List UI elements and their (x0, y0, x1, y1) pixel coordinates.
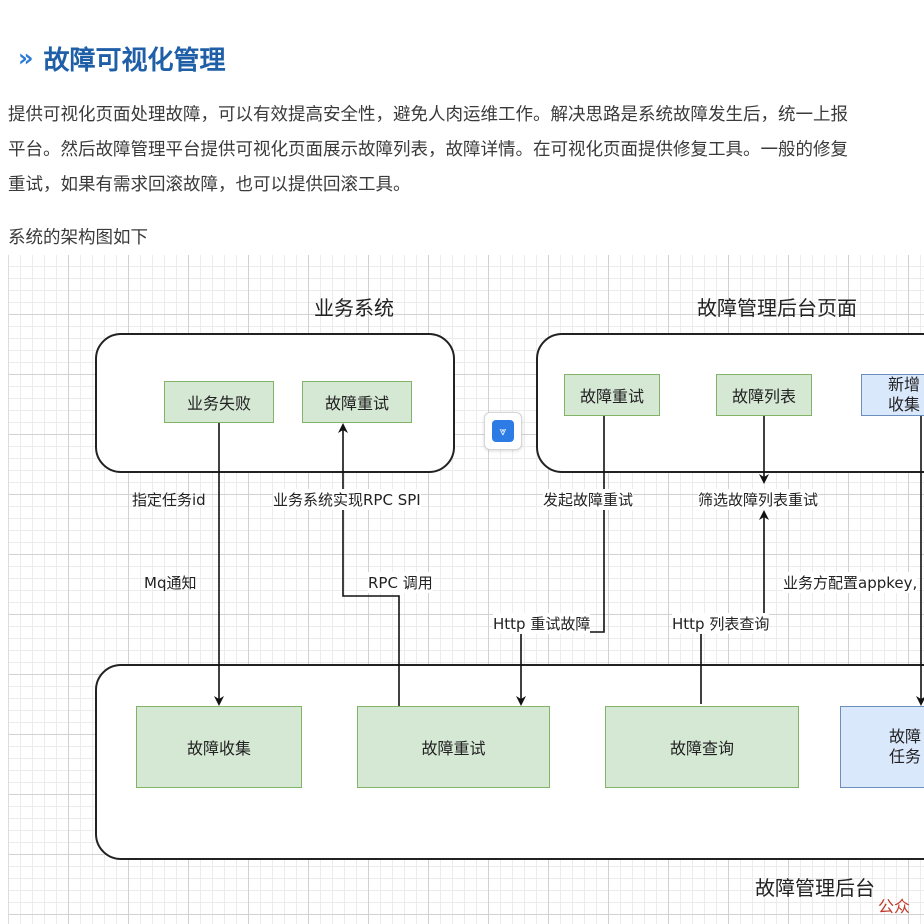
edge-label-http-retry: Http 重试故障 (493, 613, 591, 634)
node-line: 任务 (889, 747, 922, 766)
paragraph-line: 平台。然后故障管理平台提供可视化页面展示故障列表，故障详情。在可视化页面提供修复… (8, 140, 848, 160)
node-backend-collect: 故障收集 (136, 706, 302, 788)
admin-page-title: 故障管理后台页面 (697, 296, 857, 320)
section-heading: » 故障可视化管理 (18, 38, 226, 78)
edge-label-http-query: Http 列表查询 (672, 613, 770, 634)
admin-backend-title: 故障管理后台 (755, 876, 875, 900)
node-backend-task: 故障 任务 (840, 706, 924, 788)
node-line: 故障 (889, 727, 922, 746)
edge-label-mq-notify: Mq通知 (144, 574, 197, 592)
paragraph-line: 重试，如果有需求回滚故障，也可以提供回滚工具。 (8, 175, 411, 195)
node-page-new-collect: 新增 收集 (861, 374, 924, 416)
node-business-failure: 业务失败 (164, 381, 274, 423)
node-line: 收集 (888, 395, 921, 414)
floating-plugin-icon[interactable]: ⩔ (484, 412, 522, 450)
node-line: 新增 (888, 375, 921, 394)
edge-label-start-retry: 发起故障重试 (543, 489, 634, 510)
node-page-retry: 故障重试 (564, 374, 660, 416)
edge-label-task-id: 指定任务id (132, 491, 206, 509)
article-paragraph: 提供可视化页面处理故障，可以有效提高安全性，避免人肉运维工作。解决思路是系统故障… (8, 98, 924, 203)
business-system-title: 业务系统 (314, 296, 394, 320)
edge-label-filter-retry: 筛选故障列表重试 (698, 489, 819, 510)
diagram-caption: 系统的架构图如下 (8, 228, 148, 248)
bookmark-icon: ⩔ (492, 420, 514, 442)
paragraph-line: 提供可视化页面处理故障，可以有效提高安全性，避免人肉运维工作。解决思路是系统故障… (8, 105, 848, 125)
node-backend-retry: 故障重试 (357, 706, 550, 788)
edge-label-rpc-call: RPC 调用 (368, 572, 433, 593)
node-backend-query: 故障查询 (605, 706, 799, 788)
node-page-list: 故障列表 (716, 374, 812, 416)
node-business-retry: 故障重试 (302, 381, 412, 423)
chevron-double-right-icon: » (18, 44, 34, 72)
watermark: 公众 (878, 897, 911, 916)
section-title: 故障可视化管理 (43, 45, 226, 76)
edge-label-rpc-spi: 业务系统实现RPC SPI (273, 489, 421, 510)
edge-label-appkey: 业务方配置appkey, (783, 572, 918, 593)
